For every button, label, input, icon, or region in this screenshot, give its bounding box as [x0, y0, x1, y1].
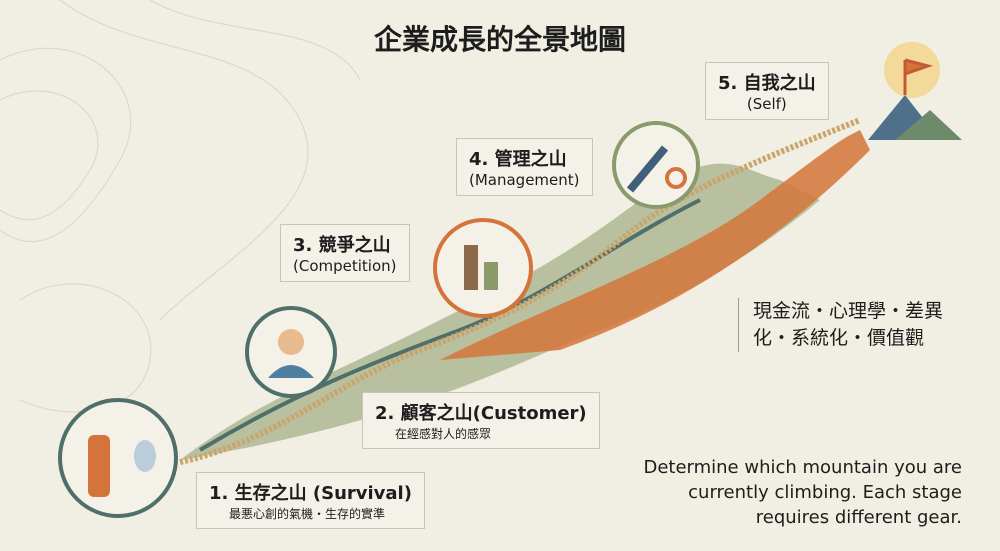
stage-survival: 1. 生存之山 (Survival) 最悪心創的氣機・生存的實準 — [196, 472, 425, 529]
keywords-list: 現金流・心理學・差異化・系統化・價值觀 — [738, 298, 973, 352]
guidance-note: Determine which mountain you are current… — [643, 457, 962, 528]
person-icon — [245, 306, 337, 398]
stage-heading: 1. 生存之山 (Survival) — [209, 483, 412, 504]
mountain-ridge-orange — [440, 130, 870, 360]
stage-subtitle: 在經感對人的感眾 — [395, 427, 492, 441]
stage-heading: 3. 競爭之山 — [293, 235, 391, 256]
oxygen-tank-icon — [58, 398, 178, 518]
stage-competition: 3. 競爭之山 (Competition) — [280, 224, 410, 282]
stage-heading: 5. 自我之山 — [718, 73, 816, 94]
chess-icon — [433, 218, 533, 318]
stage-subheading: (Management) — [469, 171, 580, 189]
mountain-ridge-teal — [198, 198, 701, 452]
stage-subheading: (Competition) — [293, 257, 397, 275]
summit-flag-icon — [868, 42, 962, 140]
stage-self: 5. 自我之山 (Self) — [705, 62, 829, 120]
gear-tool-icon — [612, 121, 700, 209]
rope — [179, 117, 862, 465]
stage-subtitle: 最悪心創的氣機・生存的實準 — [229, 507, 386, 521]
stage-subheading: (Self) — [746, 95, 787, 113]
stage-management: 4. 管理之山 (Management) — [456, 138, 593, 196]
page-title: 企業成長的全景地圖 — [373, 23, 626, 56]
stage-customer: 2. 顧客之山(Customer) 在經感對人的感眾 — [362, 392, 600, 449]
stage-heading: 2. 顧客之山(Customer) — [375, 403, 587, 424]
stage-heading: 4. 管理之山 — [469, 149, 567, 170]
topographic-lines — [0, 0, 361, 413]
